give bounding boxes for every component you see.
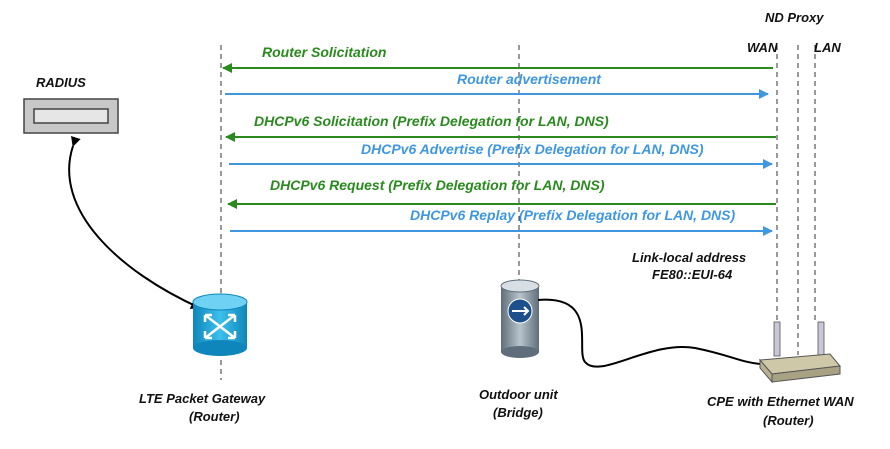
message-dhcpv6-solicitation: DHCPv6 Solicitation (Prefix Delegation f… [225, 113, 776, 142]
svg-text:DHCPv6 Solicitation (Prefix De: DHCPv6 Solicitation (Prefix Delegation f… [254, 113, 609, 129]
svg-text:DHCPv6 Replay (Prefix Delegati: DHCPv6 Replay (Prefix Delegation for LAN… [410, 207, 736, 223]
nd-proxy-label: ND Proxy [765, 10, 824, 25]
link-local-address: FE80::EUI-64 [652, 267, 733, 282]
radius-link-arrow [68, 135, 201, 309]
ethernet-cable [537, 298, 761, 368]
wan-label: WAN [747, 40, 778, 55]
svg-text:DHCPv6 Request (Prefix Delegat: DHCPv6 Request (Prefix Delegation for LA… [270, 177, 605, 193]
message-dhcpv6-advertise: DHCPv6 Advertise (Prefix Delegation for … [229, 141, 773, 169]
svg-text:DHCPv6 Advertise (Prefix Deleg: DHCPv6 Advertise (Prefix Delegation for … [361, 141, 704, 157]
gateway-sublabel: (Router) [189, 409, 240, 424]
cpe-sublabel: (Router) [763, 413, 814, 428]
message-dhcpv6-replay: DHCPv6 Replay (Prefix Delegation for LAN… [230, 207, 773, 236]
gateway-label: LTE Packet Gateway [139, 391, 266, 406]
router-icon [192, 293, 248, 356]
cpe-router-icon [758, 321, 841, 384]
outdoor-unit-icon [500, 279, 540, 358]
svg-text:Router Solicitation: Router Solicitation [262, 44, 386, 60]
lan-label: LAN [814, 40, 841, 55]
svg-text:Router advertisement: Router advertisement [457, 71, 602, 87]
message-router-solicitation: Router Solicitation [222, 44, 773, 73]
outdoor-sublabel: (Bridge) [493, 405, 543, 420]
message-dhcpv6-request: DHCPv6 Request (Prefix Delegation for LA… [227, 177, 776, 209]
radius-server-icon [23, 98, 119, 134]
cpe-label: CPE with Ethernet WAN [707, 394, 854, 409]
message-router-advertisement: Router advertisement [225, 71, 769, 99]
link-local-label: Link-local address [632, 250, 746, 265]
radius-label: RADIUS [36, 75, 86, 90]
outdoor-label: Outdoor unit [479, 387, 558, 402]
